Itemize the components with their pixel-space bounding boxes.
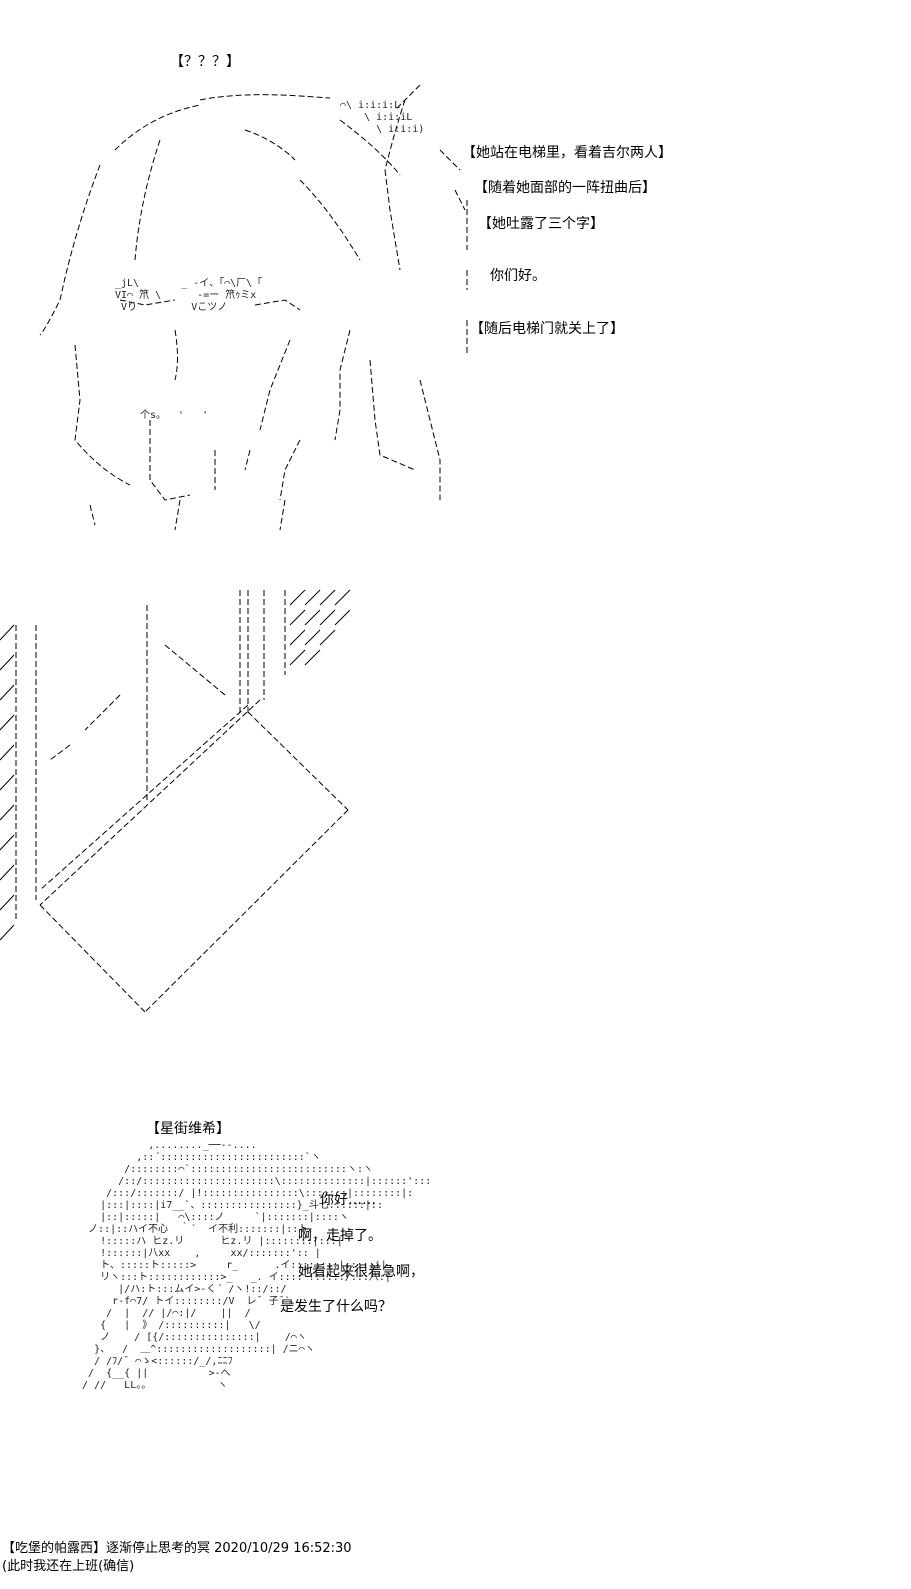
scene3-speaker: 【星街维希】 bbox=[146, 1121, 230, 1137]
scene3-line-1: 你好…… bbox=[320, 1192, 376, 1208]
figure-glyph-cluster-eyes: _jL\ _ -イ、「⌒\厂\「 VI⌒ 笊 \ -=ー 笊ｩミx Vり Vこツ… bbox=[115, 278, 263, 313]
scene1-line-5: 【随后电梯门就关上了】 bbox=[470, 321, 624, 337]
scene1-line-1: 【她站在电梯里，看着吉尔两人】 bbox=[462, 145, 672, 161]
scene3-line-2: 啊，走掉了。 bbox=[298, 1228, 382, 1244]
scene3-line-4: 是发生了什么吗？ bbox=[280, 1299, 392, 1315]
scene1-speaker: 【？？？】 bbox=[170, 54, 240, 70]
footer-author-line: 【吃堡的帕露西】逐渐停止思考的冥 2020/10/29 16:52:30 bbox=[2, 1541, 352, 1556]
figure-ascii-art bbox=[39, 84, 468, 531]
figure-glyph-cluster-mouth: 个s。 ' ' bbox=[140, 410, 209, 421]
scene1-line-4: 你们好。 bbox=[490, 268, 546, 284]
character-ascii-art: ,........_──--.... ,::´:::::::::::::::::… bbox=[82, 1140, 432, 1391]
footer-note-line: (此时我还在上班(确信) bbox=[2, 1559, 135, 1574]
wall-hatching bbox=[0, 624, 15, 941]
scene1-line-3: 【她吐露了三个字】 bbox=[478, 216, 604, 232]
figure-glyph-cluster-hair: ⌒\ i:i:i:L \ i:i:iL \ i:i:i) bbox=[340, 100, 425, 135]
scene3-line-3: 她看起来很着急啊， bbox=[298, 1264, 424, 1280]
elevator-ascii-art bbox=[0, 589, 351, 1013]
scene1-line-2: 【随着她面部的一阵扭曲后】 bbox=[474, 180, 656, 196]
